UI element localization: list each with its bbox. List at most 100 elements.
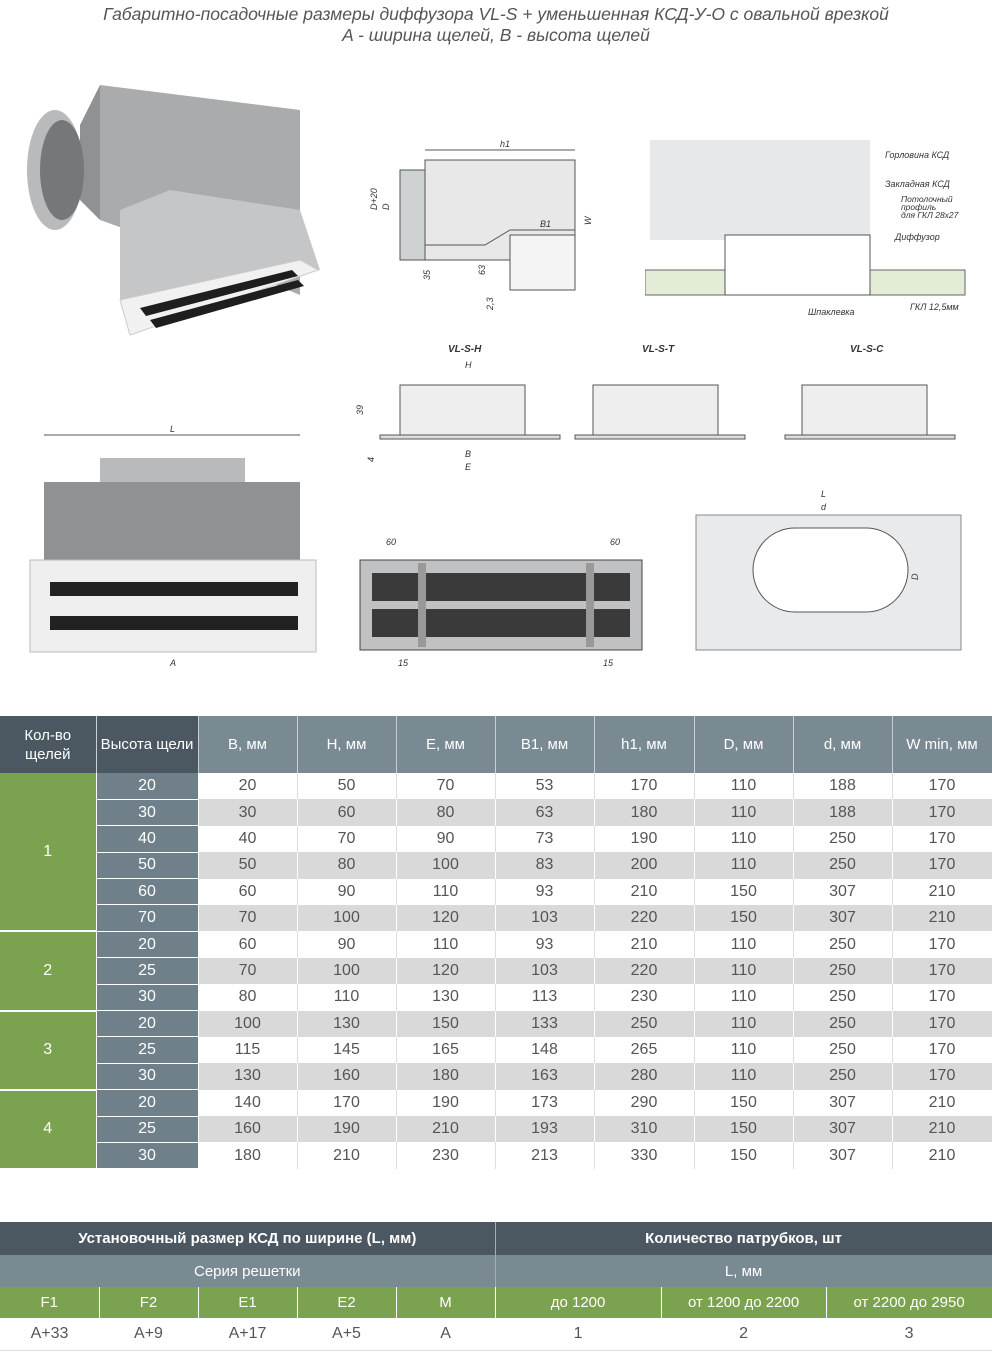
value-cell: 210	[892, 1116, 992, 1143]
value-cell: 230	[594, 984, 695, 1011]
value-cell: 173	[495, 1089, 595, 1117]
value-cell: 165	[396, 1036, 496, 1064]
value-cell: 70	[297, 825, 397, 853]
range-value: 3	[826, 1318, 992, 1351]
value-cell: 40	[198, 825, 298, 853]
label-diffuser: Диффузор	[894, 232, 940, 242]
dim-L: L	[170, 424, 175, 434]
value-cell: 70	[396, 773, 496, 800]
value-cell: 110	[396, 878, 496, 905]
range-cell: от 2200 до 2950	[826, 1287, 992, 1318]
value-cell: 170	[892, 931, 992, 958]
value-cell: 20	[198, 773, 298, 800]
value-cell: 120	[396, 957, 496, 985]
slot-count-cell: 2	[0, 931, 97, 1012]
value-cell: 163	[495, 1063, 595, 1090]
value-cell: 307	[793, 1116, 893, 1143]
range-cell: до 1200	[495, 1287, 662, 1318]
value-cell: 100	[297, 957, 397, 985]
value-cell: 170	[892, 1036, 992, 1064]
value-cell: 73	[495, 825, 595, 853]
slot-height-cell: 30	[96, 799, 199, 827]
value-cell: 250	[793, 852, 893, 879]
value-cell: 250	[793, 1063, 893, 1090]
dim-top-L: L	[821, 489, 826, 499]
label-profile-1: Потолочный	[901, 194, 953, 204]
value-cell: 50	[297, 773, 397, 800]
value-cell: 307	[793, 878, 893, 905]
series-cell: F1	[0, 1287, 100, 1318]
dim-15-left: 15	[398, 658, 409, 668]
value-cell: 93	[495, 878, 595, 905]
series-cell: E2	[297, 1287, 397, 1318]
value-cell: 140	[198, 1089, 298, 1117]
dimensions-table: Кол-во щелей Высота щели B, мм H, мм E, …	[0, 716, 992, 1170]
front-view-drawing: L A	[29, 424, 317, 668]
value-cell: 60	[198, 931, 298, 958]
value-cell: 210	[892, 904, 992, 932]
dim-63: 63	[477, 265, 487, 275]
value-cell: 170	[892, 799, 992, 826]
value-cell: 290	[594, 1089, 695, 1117]
value-cell: 80	[198, 984, 298, 1011]
value-cell: 250	[793, 825, 893, 853]
value-cell: 70	[198, 957, 298, 985]
value-cell: 210	[892, 1142, 992, 1169]
label-profile-3: для ГКЛ 28x27	[901, 210, 959, 220]
value-cell: 160	[297, 1063, 397, 1090]
value-cell: 188	[793, 773, 893, 800]
variant-h-label: VL-S-H	[448, 344, 482, 355]
slot-height-cell: 40	[96, 825, 199, 853]
table-header-row: Кол-во щелей Высота щели B, мм H, мм E, …	[0, 716, 992, 773]
value-cell: 110	[694, 773, 794, 800]
value-cell: 200	[594, 852, 695, 879]
header-cell: B1, мм	[495, 716, 595, 773]
value-cell: 110	[694, 1010, 794, 1037]
value-cell: 160	[198, 1116, 298, 1143]
value-cell: 330	[594, 1142, 695, 1169]
series-value: A+9	[99, 1318, 198, 1351]
value-cell: 265	[594, 1036, 695, 1064]
slot-height-cell: 60	[96, 878, 199, 906]
value-cell: 60	[297, 799, 397, 826]
dim-w: W	[583, 215, 593, 225]
value-cell: 307	[793, 904, 893, 932]
value-cell: 230	[396, 1142, 496, 1169]
left-sub: Серия решетки	[0, 1255, 496, 1287]
diffuser-3d-render	[27, 85, 320, 336]
label-neck: Горловина КСД	[885, 150, 950, 160]
value-cell: 110	[297, 984, 397, 1011]
value-cell: 130	[396, 984, 496, 1011]
slot-count-cell: 4	[0, 1089, 97, 1170]
value-cell: 115	[198, 1036, 298, 1064]
value-cell: 170	[892, 1063, 992, 1090]
value-cell: 63	[495, 799, 595, 826]
value-cell: 250	[594, 1010, 695, 1037]
value-cell: 213	[495, 1142, 595, 1169]
values-row: A+33 A+9 A+17 A+5 A 1 2 3	[0, 1318, 992, 1351]
value-cell: 150	[396, 1010, 496, 1037]
value-cell: 70	[198, 904, 298, 932]
value-cell: 280	[594, 1063, 695, 1090]
value-cell: 53	[495, 773, 595, 800]
value-cell: 250	[793, 1010, 893, 1037]
value-cell: 170	[892, 773, 992, 800]
value-cell: 110	[396, 931, 496, 958]
title-line-2: A - ширина щелей, B - высота щелей	[342, 25, 650, 45]
value-cell: 80	[396, 799, 496, 826]
value-cell: 180	[594, 799, 695, 826]
value-cell: 130	[198, 1063, 298, 1090]
value-cell: 110	[694, 984, 794, 1011]
value-cell: 130	[297, 1010, 397, 1037]
value-cell: 310	[594, 1116, 695, 1143]
value-cell: 150	[694, 878, 794, 905]
